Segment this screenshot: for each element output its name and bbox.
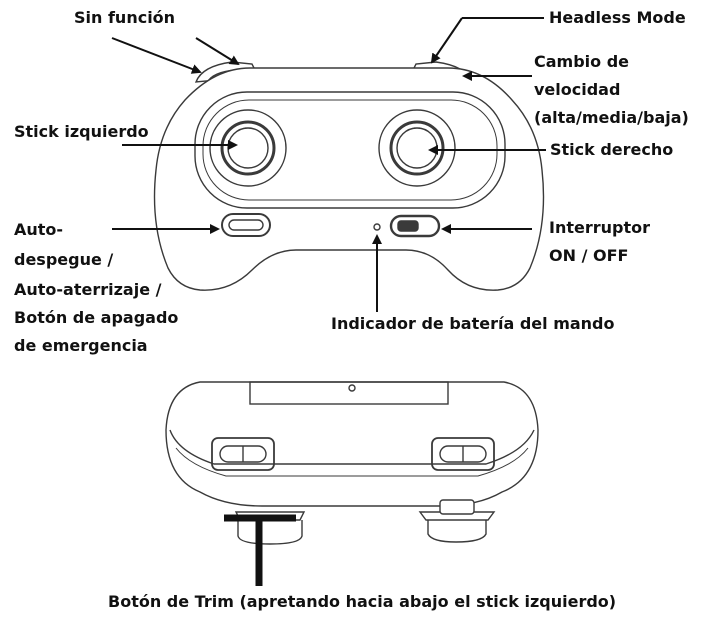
label-boton-trim: Botón de Trim (apretando hacia abajo el … [108,592,617,611]
controller-front-view [165,381,539,545]
front-top-slot [249,381,449,405]
left-stick-ring [220,120,276,176]
label-cambio-velocidad-1: Cambio de [534,52,630,71]
trim-callout [224,514,296,586]
label-auto-1: Auto- [14,220,64,239]
arrow-sin-funcion-left [111,37,202,74]
battery-indicator-led [373,223,381,231]
auto-takeoff-button [221,213,271,237]
label-auto-4: Botón de apagado [14,308,179,327]
auto-takeoff-button-inner [228,219,264,231]
arrow-sin-funcion-right [195,37,240,66]
front-seam-2 [175,447,529,477]
controller-top-view [153,61,545,291]
right-stick-ring-outer [378,109,456,187]
left-side-button [211,437,275,471]
label-indicador-bateria: Indicador de batería del mando [331,314,615,333]
label-auto-5: de emergencia [14,336,148,355]
label-headless-mode: Headless Mode [549,8,686,27]
label-interruptor-2: ON / OFF [549,246,629,265]
callout-arrows [111,17,546,312]
power-switch [389,214,441,238]
label-stick-derecho: Stick derecho [550,140,674,159]
power-switch-knob [397,220,419,232]
front-right-stick-top [439,499,475,515]
label-stick-izquierdo: Stick izquierdo [14,122,149,141]
label-sin-funcion: Sin función [74,8,176,27]
controller-body-outline [153,67,545,291]
right-side-button [431,437,495,471]
front-left-stick-base [237,520,303,545]
front-body-outline [165,381,539,507]
label-cambio-velocidad-2: velocidad [534,80,621,99]
arrow-headless-down [430,17,463,64]
front-seam [169,429,535,465]
left-stick-ring-outer [209,109,287,187]
right-stick-ring [389,120,445,176]
label-auto-2: despegue / [14,250,114,269]
front-top-hole [348,384,356,392]
front-right-stick-base [427,520,487,543]
label-interruptor-1: Interruptor [549,218,650,237]
label-auto-3: Auto-aterrizaje / [14,280,162,299]
label-cambio-velocidad-3: (alta/media/baja) [534,108,689,127]
